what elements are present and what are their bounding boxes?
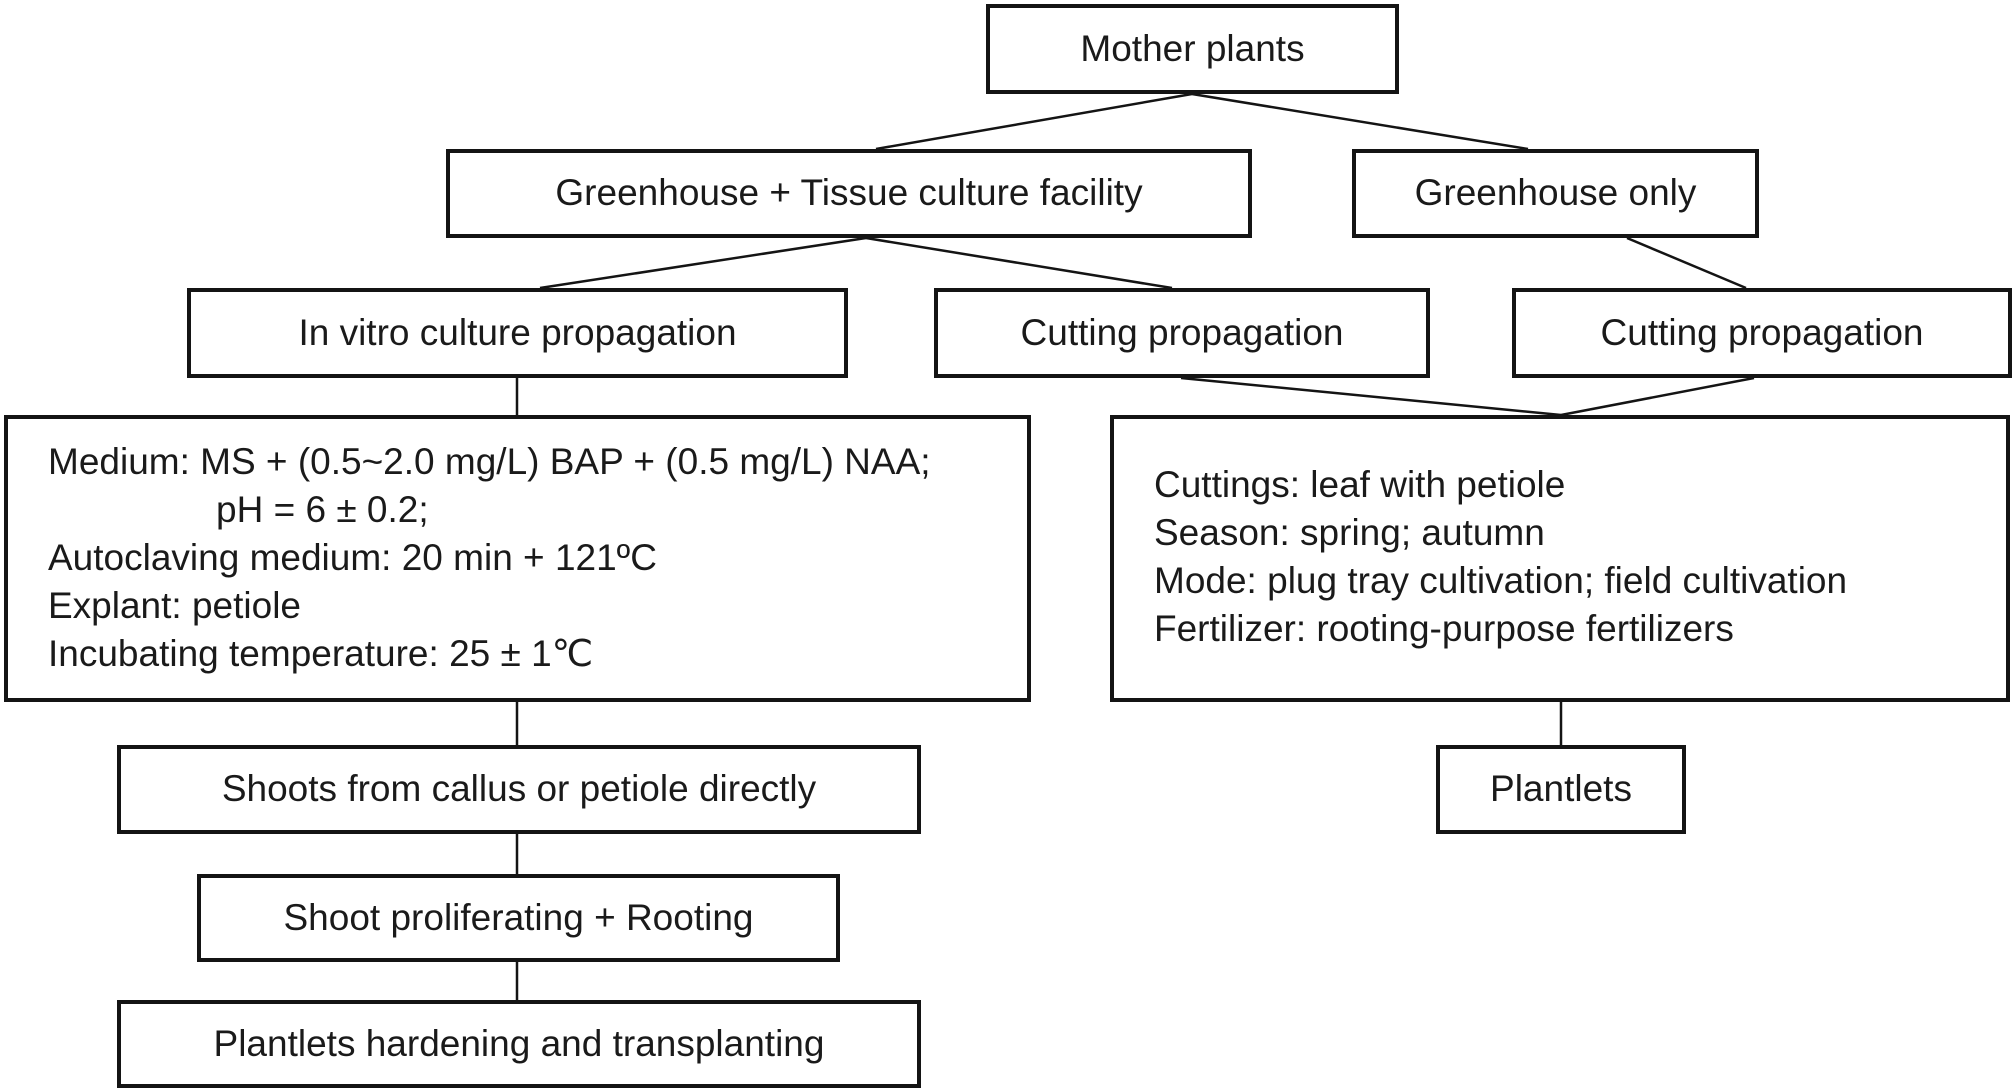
edge-mother-to-gh-only [1191,92,1529,151]
edge-gh-only-to-cutting-2 [1626,236,1747,290]
in-vitro-conditions-box: Medium: MS + (0.5~2.0 mg/L) BAP + (0.5 m… [4,415,1031,702]
greenhouse-tissue-culture-label: Greenhouse + Tissue culture facility [555,172,1143,214]
cutting-conditions-box: Cuttings: leaf with petiole Season: spri… [1110,415,2010,702]
shoots-label: Shoots from callus or petiole directly [221,768,817,810]
shoots-box: Shoots from callus or petiole directly [117,745,921,834]
incubating-line: Incubating temperature: 25 ± 1℃ [48,633,594,674]
cutting-propagation-box-1: Cutting propagation [934,288,1430,378]
edge-gh-tc-to-in-vitro [539,236,867,290]
hardening-transplanting-label: Plantlets hardening and transplanting [213,1022,825,1064]
medium-line: Medium: MS + (0.5~2.0 mg/L) BAP + (0.5 m… [48,441,931,482]
greenhouse-tissue-culture-box: Greenhouse + Tissue culture facility [446,149,1252,238]
mode-line: Mode: plug tray cultivation; field culti… [1154,560,1848,601]
in-vitro-propagation-box: In vitro culture propagation [187,288,848,378]
cutting-propagation-label-1: Cutting propagation [1020,311,1344,353]
edge-cutting-1-to-details [1180,376,1562,417]
hardening-transplanting-box: Plantlets hardening and transplanting [117,1000,921,1088]
ph-line: pH = 6 ± 0.2; [216,489,429,530]
plantlets-box: Plantlets [1436,745,1686,834]
cuttings-line: Cuttings: leaf with petiole [1154,464,1566,505]
edge-gh-tc-to-cutting-1 [865,236,1173,290]
fertilizer-line: Fertilizer: rooting-purpose fertilizers [1154,608,1734,649]
shoot-proliferating-box: Shoot proliferating + Rooting [197,874,840,962]
greenhouse-only-box: Greenhouse only [1352,149,1759,238]
edge-mother-to-gh-tc [875,92,1193,151]
mother-plants-box: Mother plants [986,4,1399,94]
plantlets-label: Plantlets [1490,768,1632,810]
edge-cutting-2-to-details [1560,376,1755,417]
greenhouse-only-label: Greenhouse only [1414,172,1697,214]
explant-line: Explant: petiole [48,585,302,626]
season-line: Season: spring; autumn [1154,512,1545,553]
cutting-propagation-label-2: Cutting propagation [1600,311,1924,353]
autoclaving-line: Autoclaving medium: 20 min + 121ºC [48,537,657,578]
cutting-propagation-box-2: Cutting propagation [1512,288,2012,378]
shoot-proliferating-label: Shoot proliferating + Rooting [283,896,754,938]
mother-plants-label: Mother plants [1080,27,1305,69]
in-vitro-propagation-label: In vitro culture propagation [298,311,737,353]
